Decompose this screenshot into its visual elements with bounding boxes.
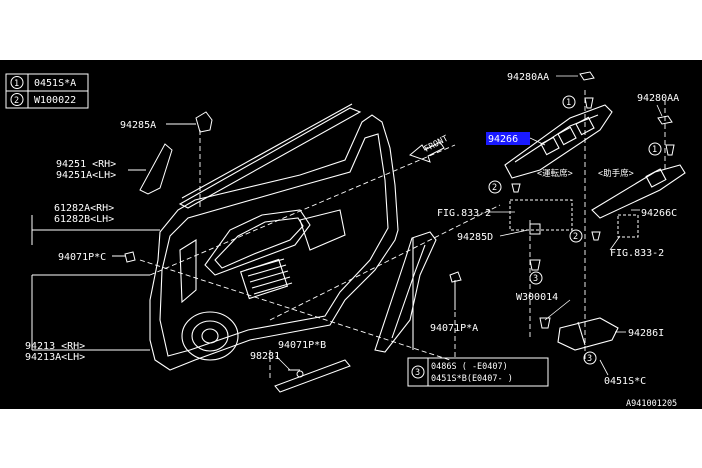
front-arrow bbox=[409, 141, 445, 163]
label-94071PA: 94071P*A bbox=[430, 323, 478, 334]
passenger-side-label: <助手席> bbox=[598, 168, 634, 179]
callout-3b: 3 bbox=[587, 354, 592, 364]
switch-assembly-94266 bbox=[504, 104, 613, 179]
bracket-94286I bbox=[557, 317, 619, 351]
label-94266C: 94266C bbox=[641, 208, 677, 219]
diagram-panel: 1 0451S*A 2 W100022 bbox=[0, 60, 702, 409]
driver-side-label: <運転席> bbox=[537, 168, 573, 179]
part-94285A bbox=[166, 111, 213, 133]
legend-box-3 bbox=[407, 357, 549, 387]
part-98281 bbox=[274, 359, 351, 393]
assembly-guide-lines bbox=[139, 90, 666, 378]
label-98281: 98281 bbox=[250, 351, 280, 362]
label-94280AA-b: 94280AA bbox=[637, 93, 679, 104]
label-61282A: 61282A<RH> bbox=[54, 203, 114, 214]
parts-diagram: 1 0451S*A 2 W100022 bbox=[5, 71, 686, 409]
door-molding-strip bbox=[178, 103, 362, 209]
label-61282B: 61282B<LH> bbox=[54, 214, 114, 225]
label-94251: 94251 <RH> bbox=[56, 159, 116, 170]
label-94285D: 94285D bbox=[457, 232, 493, 243]
part-94251 bbox=[128, 143, 173, 195]
label-94285A: 94285A bbox=[120, 120, 156, 131]
leader-lines bbox=[275, 75, 663, 376]
legend3-num: 3 bbox=[415, 368, 420, 378]
label-94266[interactable]: 94266 bbox=[488, 134, 518, 145]
screw-94071PA bbox=[449, 271, 462, 310]
callout-1b: 1 bbox=[652, 145, 657, 155]
pillar-trim-piece bbox=[374, 231, 437, 353]
label-94286I: 94286I bbox=[628, 328, 664, 339]
label-0451SC: 0451S*C bbox=[604, 376, 646, 387]
label-W300014: W300014 bbox=[516, 292, 558, 303]
legend3-line2: 0451S*B(E0407- ) bbox=[431, 374, 513, 384]
label-fig833-a: FIG.833-2 bbox=[437, 208, 491, 219]
switch-assembly-94266C bbox=[591, 164, 686, 219]
fasteners bbox=[511, 97, 675, 329]
screw-94071PC bbox=[124, 251, 136, 263]
label-94280AA-a: 94280AA bbox=[507, 72, 549, 83]
clip-94280AA bbox=[579, 71, 673, 125]
label-94071PC: 94071P*C bbox=[58, 252, 106, 263]
callout-3a: 3 bbox=[533, 274, 538, 284]
label-94213: 94213 <RH> bbox=[25, 341, 85, 352]
legend-box bbox=[5, 73, 89, 109]
legend-num-2: 2 bbox=[14, 96, 19, 106]
legend-num-1: 1 bbox=[14, 79, 19, 89]
legend-code-2: W100022 bbox=[34, 95, 76, 106]
legend3-line1: 0486S ( -E0407) bbox=[431, 362, 508, 372]
callout-circles bbox=[488, 95, 662, 365]
label-94251A: 94251A<LH> bbox=[56, 170, 116, 181]
switch-brackets bbox=[509, 199, 639, 238]
label-fig833-b: FIG.833-2 bbox=[610, 248, 664, 259]
label-94071PB: 94071P*B bbox=[278, 340, 326, 351]
catalog-number: A941001205 bbox=[626, 399, 677, 409]
label-94213A: 94213A<LH> bbox=[25, 352, 85, 363]
part-highlight bbox=[486, 132, 530, 145]
door-trim-panel bbox=[149, 114, 399, 371]
callout-1a: 1 bbox=[566, 98, 571, 108]
callout-2a: 2 bbox=[492, 183, 497, 193]
left-brackets bbox=[31, 215, 160, 351]
callout-2b: 2 bbox=[573, 232, 578, 242]
legend-code-1: 0451S*A bbox=[34, 78, 76, 89]
